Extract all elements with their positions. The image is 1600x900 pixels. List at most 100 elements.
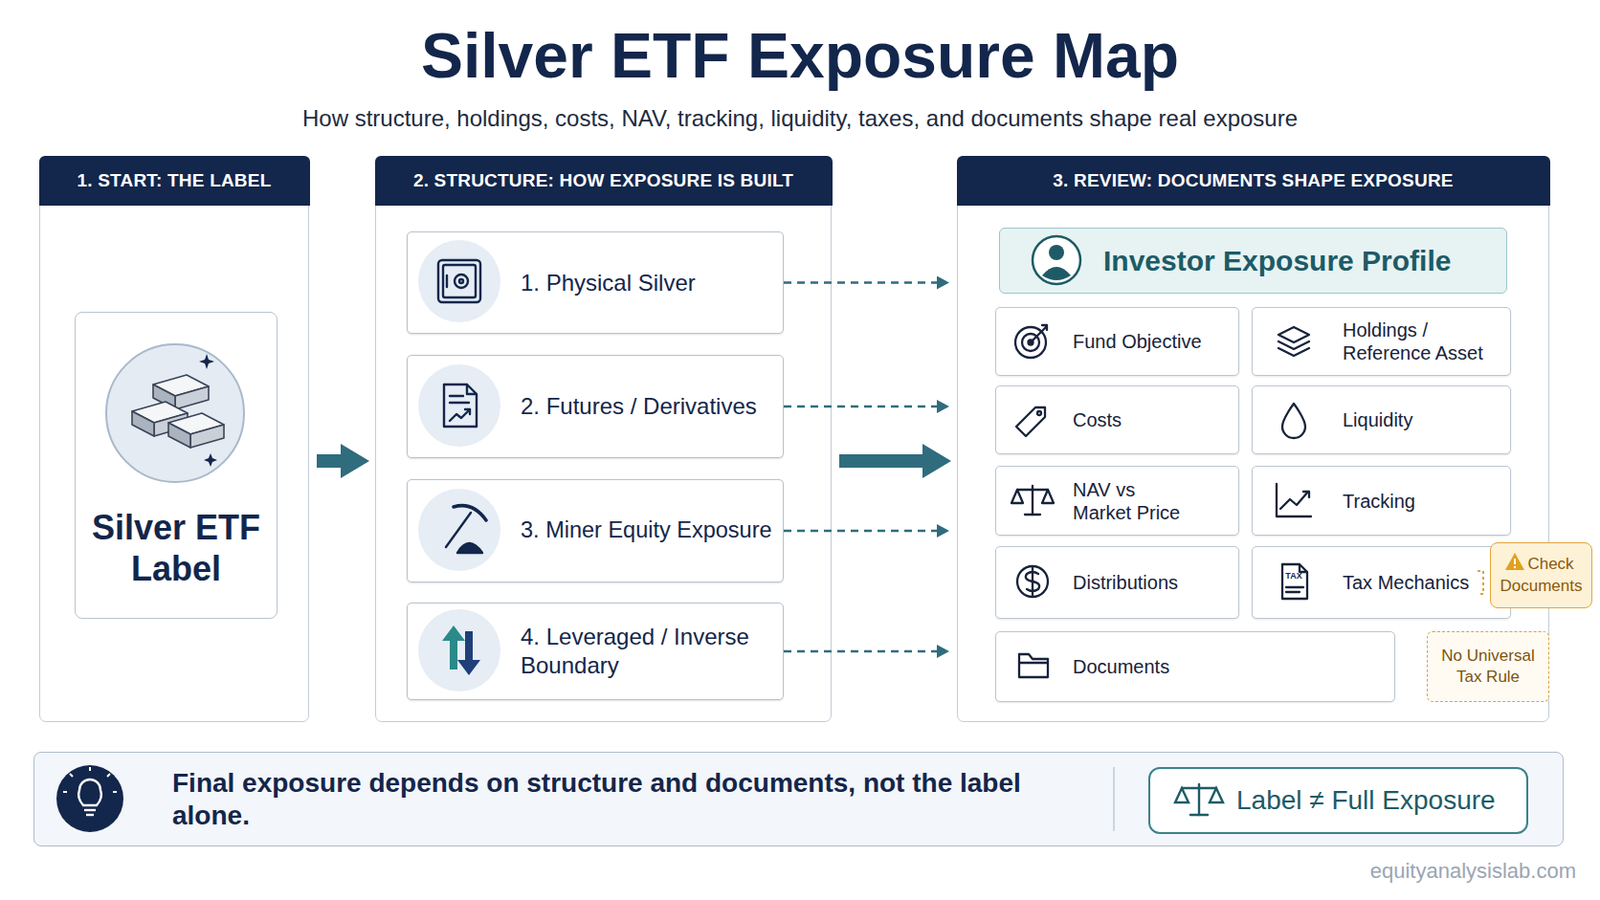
factor-box: Tracking — [1251, 466, 1512, 536]
node-label: Investor Exposure Profile — [1103, 244, 1499, 278]
callout-marks — [1513, 558, 1516, 565]
review-icons — [1017, 566, 1048, 598]
factor-box: Distributions — [995, 546, 1240, 620]
structure-icons — [418, 240, 501, 692]
panel: 2. STRUCTURE: HOW EXPOSURE IS BUILT 1. Ph… — [375, 155, 832, 723]
review-icons — [1282, 564, 1308, 600]
node-label: 1. Physical Silver — [520, 268, 776, 298]
factor-box: Liquidity — [1251, 385, 1512, 455]
structure-icons — [449, 409, 470, 422]
structure-icons — [457, 631, 481, 676]
review-icons — [1028, 340, 1034, 346]
structure-icons — [418, 488, 501, 572]
silver-bars-icon — [175, 386, 209, 410]
silver-bars-icon — [106, 344, 245, 483]
structure-icons — [453, 506, 487, 521]
review-icons — [1016, 407, 1045, 437]
band-icons — [56, 765, 124, 833]
silver-bars-icon — [154, 413, 188, 437]
callout-marks — [1505, 553, 1525, 571]
callout-marks — [1513, 566, 1516, 569]
review-icons — [1278, 327, 1310, 343]
band-icons — [56, 765, 1223, 833]
node-label: Costs — [1072, 408, 1122, 432]
node-label: Holdings / Reference Asset — [1342, 318, 1496, 365]
review-icons — [1276, 484, 1312, 517]
review-icons — [1022, 333, 1040, 352]
review-icons — [1286, 591, 1300, 594]
node-label: 4. Leveraged / Inverse Boundary — [520, 622, 776, 681]
node-label: Check Documents — [1494, 554, 1588, 597]
warning-callout: Check Documents — [1489, 542, 1593, 609]
flow-arrow — [316, 454, 341, 468]
label-box: Silver ETF Label — [74, 311, 278, 620]
node-label: Fund Objective — [1072, 330, 1202, 354]
node-label: Final exposure depends on structure and … — [172, 767, 1096, 832]
structure-icons — [459, 279, 464, 284]
review-icons — [1031, 486, 1034, 515]
title: Silver ETF Exposure Map — [0, 17, 1600, 94]
review-icons — [1031, 568, 1034, 596]
structure-box: 3. Miner Equity Exposure — [406, 479, 784, 583]
node-label: 2. Futures / Derivatives — [520, 392, 776, 422]
structure-icons — [454, 274, 468, 289]
band-icons — [63, 767, 117, 793]
structure-icons — [445, 275, 448, 288]
callout-marks — [1477, 553, 1525, 595]
icon-shape — [1198, 784, 1200, 816]
review-icons — [1030, 325, 1047, 343]
review-icons — [1280, 491, 1309, 510]
node-label: Documents — [1072, 655, 1170, 679]
silver-bars-icon — [153, 384, 176, 410]
node-label: Tracking — [1342, 489, 1416, 513]
node-label: Label ≠ Full Exposure — [1236, 785, 1519, 817]
review-icons — [1037, 411, 1042, 416]
silver-bars-icon — [203, 453, 218, 467]
silver-bars-icon — [132, 401, 188, 423]
structure-box: 4. Leveraged / Inverse Boundary — [406, 602, 784, 701]
review-icons — [1278, 348, 1310, 356]
review-icons — [1282, 403, 1306, 439]
review-icons — [1017, 488, 1048, 491]
flow-arrow — [783, 405, 937, 409]
panel-header: 2. STRUCTURE: HOW EXPOSURE IS BUILT — [375, 155, 833, 206]
structure-icons — [418, 364, 501, 447]
node-label: No Universal Tax Rule — [1431, 645, 1545, 689]
profile-icon — [1048, 244, 1065, 261]
node-label: Silver ETF Label — [80, 507, 272, 590]
factor-box: Holdings / Reference Asset — [1251, 307, 1512, 377]
structure-icons — [438, 260, 481, 303]
structure-icons — [465, 409, 470, 415]
flow-arrow — [839, 454, 923, 468]
panel: 1. START: THE LABELSilver ETF Label — [39, 155, 310, 723]
review-icons — [1286, 586, 1304, 589]
review-icons — [1015, 327, 1046, 358]
review-icons — [1278, 341, 1310, 350]
icon-shape — [1190, 814, 1208, 817]
structure-icons — [418, 609, 501, 692]
band-icons — [84, 809, 96, 812]
review-icons — [1303, 491, 1310, 498]
profile-icon — [1042, 266, 1071, 281]
structure-icons — [445, 512, 471, 548]
node-label: NAV vs Market Price — [1072, 478, 1188, 525]
profile-box: Investor Exposure Profile — [999, 227, 1508, 294]
icon-shape — [1175, 784, 1223, 816]
review-icons — [1019, 654, 1048, 678]
node-label: Distributions — [1072, 571, 1178, 595]
node-label: 3. Miner Equity Exposure — [520, 516, 776, 545]
flow-arrow — [783, 650, 937, 654]
structure-icons — [444, 384, 477, 427]
factor-box: NAV vs Market Price — [995, 466, 1240, 536]
factor-box: Costs — [995, 385, 1240, 455]
icon-shape — [1181, 787, 1217, 790]
review-icons — [1011, 325, 1312, 678]
structure-box: 2. Futures / Derivatives — [406, 355, 784, 459]
band-icons — [86, 814, 94, 817]
band-icons — [1112, 767, 1115, 832]
takeaway-band: Final exposure depends on structure and … — [33, 752, 1564, 847]
structure-icons — [457, 543, 483, 554]
silver-bars-icon — [190, 424, 224, 448]
watermark: equityanalysislab.com — [1320, 859, 1577, 885]
